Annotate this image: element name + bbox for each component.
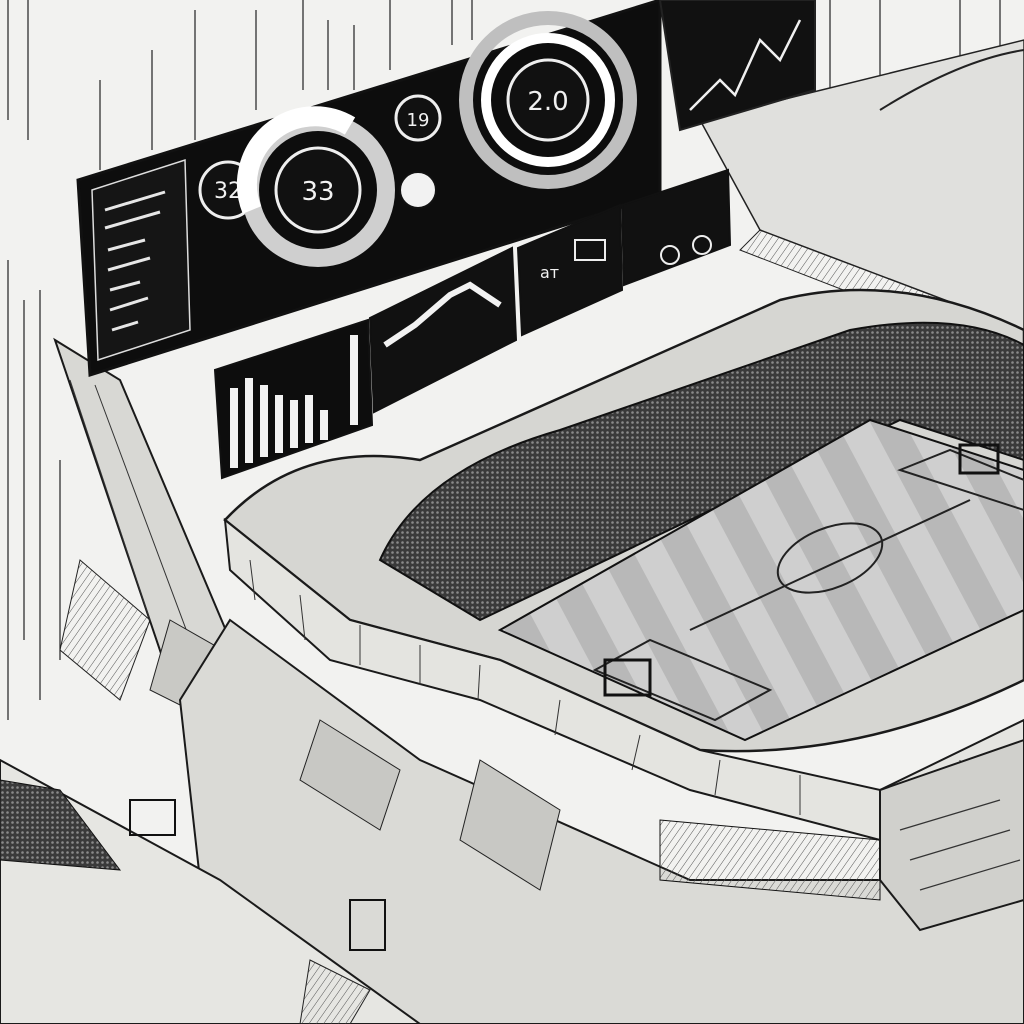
pitch-markings — [592, 448, 1024, 722]
bar-chart-panel — [213, 318, 374, 480]
dial-small: 19 — [394, 94, 442, 209]
icon-panel — [620, 168, 732, 287]
bottom-right-terraces — [879, 738, 1024, 932]
dial-small-value: 19 — [407, 110, 430, 131]
lower-base-structure — [178, 618, 1024, 1024]
info-panel-text: ат — [540, 263, 559, 282]
dial-center-value: 33 — [301, 177, 334, 207]
goal-near — [603, 658, 652, 697]
scoreboard-list-rows — [104, 190, 166, 332]
goal-far — [958, 443, 1000, 475]
main-scoreboard: 32 33 19 2.0 — [76, 0, 662, 378]
info-panel: ат — [516, 203, 624, 337]
dial-top-value: 2.0 — [527, 87, 568, 117]
line-chart-panel — [368, 246, 518, 414]
dial-top: 2.0 — [459, 11, 637, 189]
dial-center: 33 — [236, 106, 395, 267]
top-right-chart-panel — [658, 0, 816, 132]
chart-line — [689, 19, 802, 111]
practice-field — [0, 758, 422, 1024]
